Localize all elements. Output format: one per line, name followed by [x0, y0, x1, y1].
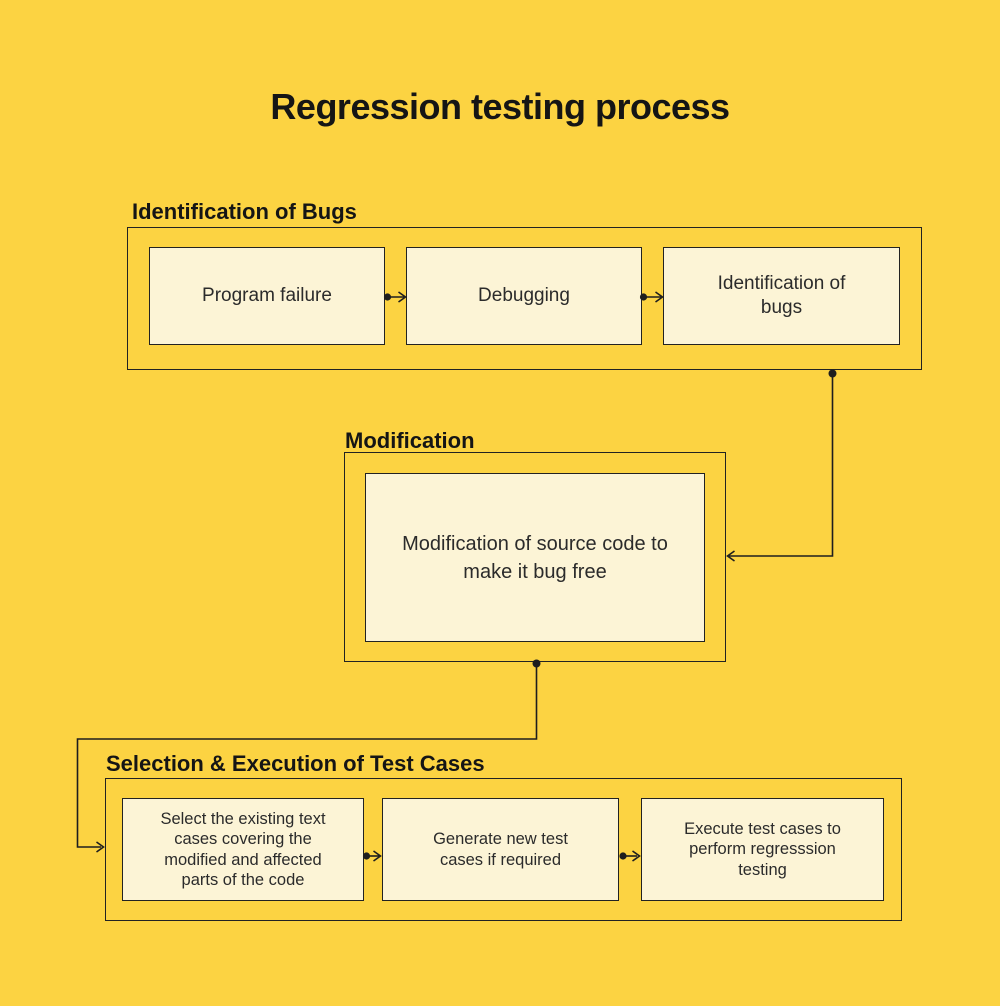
diagram-title: Regression testing process [270, 86, 730, 127]
box-select-existing-cases: Select the existing text cases covering … [122, 798, 364, 901]
box-identification-of-bugs: Identification of bugs [663, 247, 900, 345]
arrowhead [96, 841, 105, 853]
box-program-failure: Program failure [149, 247, 385, 345]
section-heading-identification-of-bugs: Identification of Bugs [132, 199, 357, 224]
section-heading-selection-execution: Selection & Execution of Test Cases [106, 751, 485, 776]
connector-dot [828, 369, 837, 378]
box-modification-of-source-code: Modification of source code to make it b… [365, 473, 705, 642]
box-debugging: Debugging [406, 247, 642, 345]
box-execute-test-cases: Execute test cases to perform regresssio… [641, 798, 884, 901]
connector-identification-to-modification [729, 374, 834, 557]
arrowhead [726, 550, 735, 562]
section-container-identification-of-bugs [127, 227, 922, 370]
box-generate-new-cases: Generate new test cases if required [382, 798, 619, 901]
section-heading-modification: Modification [345, 428, 475, 453]
